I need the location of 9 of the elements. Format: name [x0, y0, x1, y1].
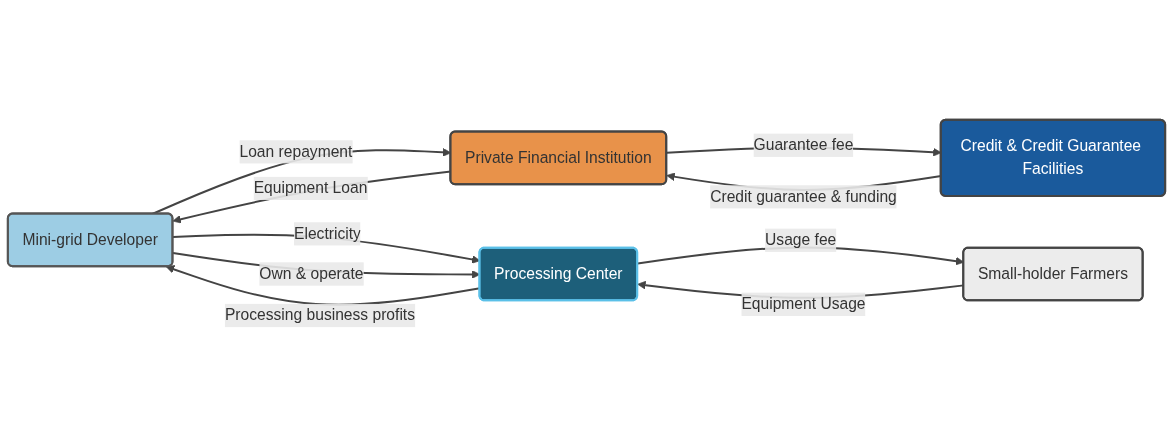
edge-label: Electricity: [294, 224, 361, 242]
edge-label: Equipment Loan: [253, 179, 368, 196]
edge-label: Processing business profits: [224, 306, 415, 323]
edge-label: Credit guarantee & funding: [710, 187, 897, 205]
edge-label: Equipment Usage: [741, 294, 866, 312]
edge-label: Guarantee fee: [753, 135, 854, 153]
edge-label: Usage fee: [765, 230, 837, 248]
edge-label: Own & operate: [259, 264, 364, 282]
edge-label: Loan repayment: [239, 142, 353, 160]
